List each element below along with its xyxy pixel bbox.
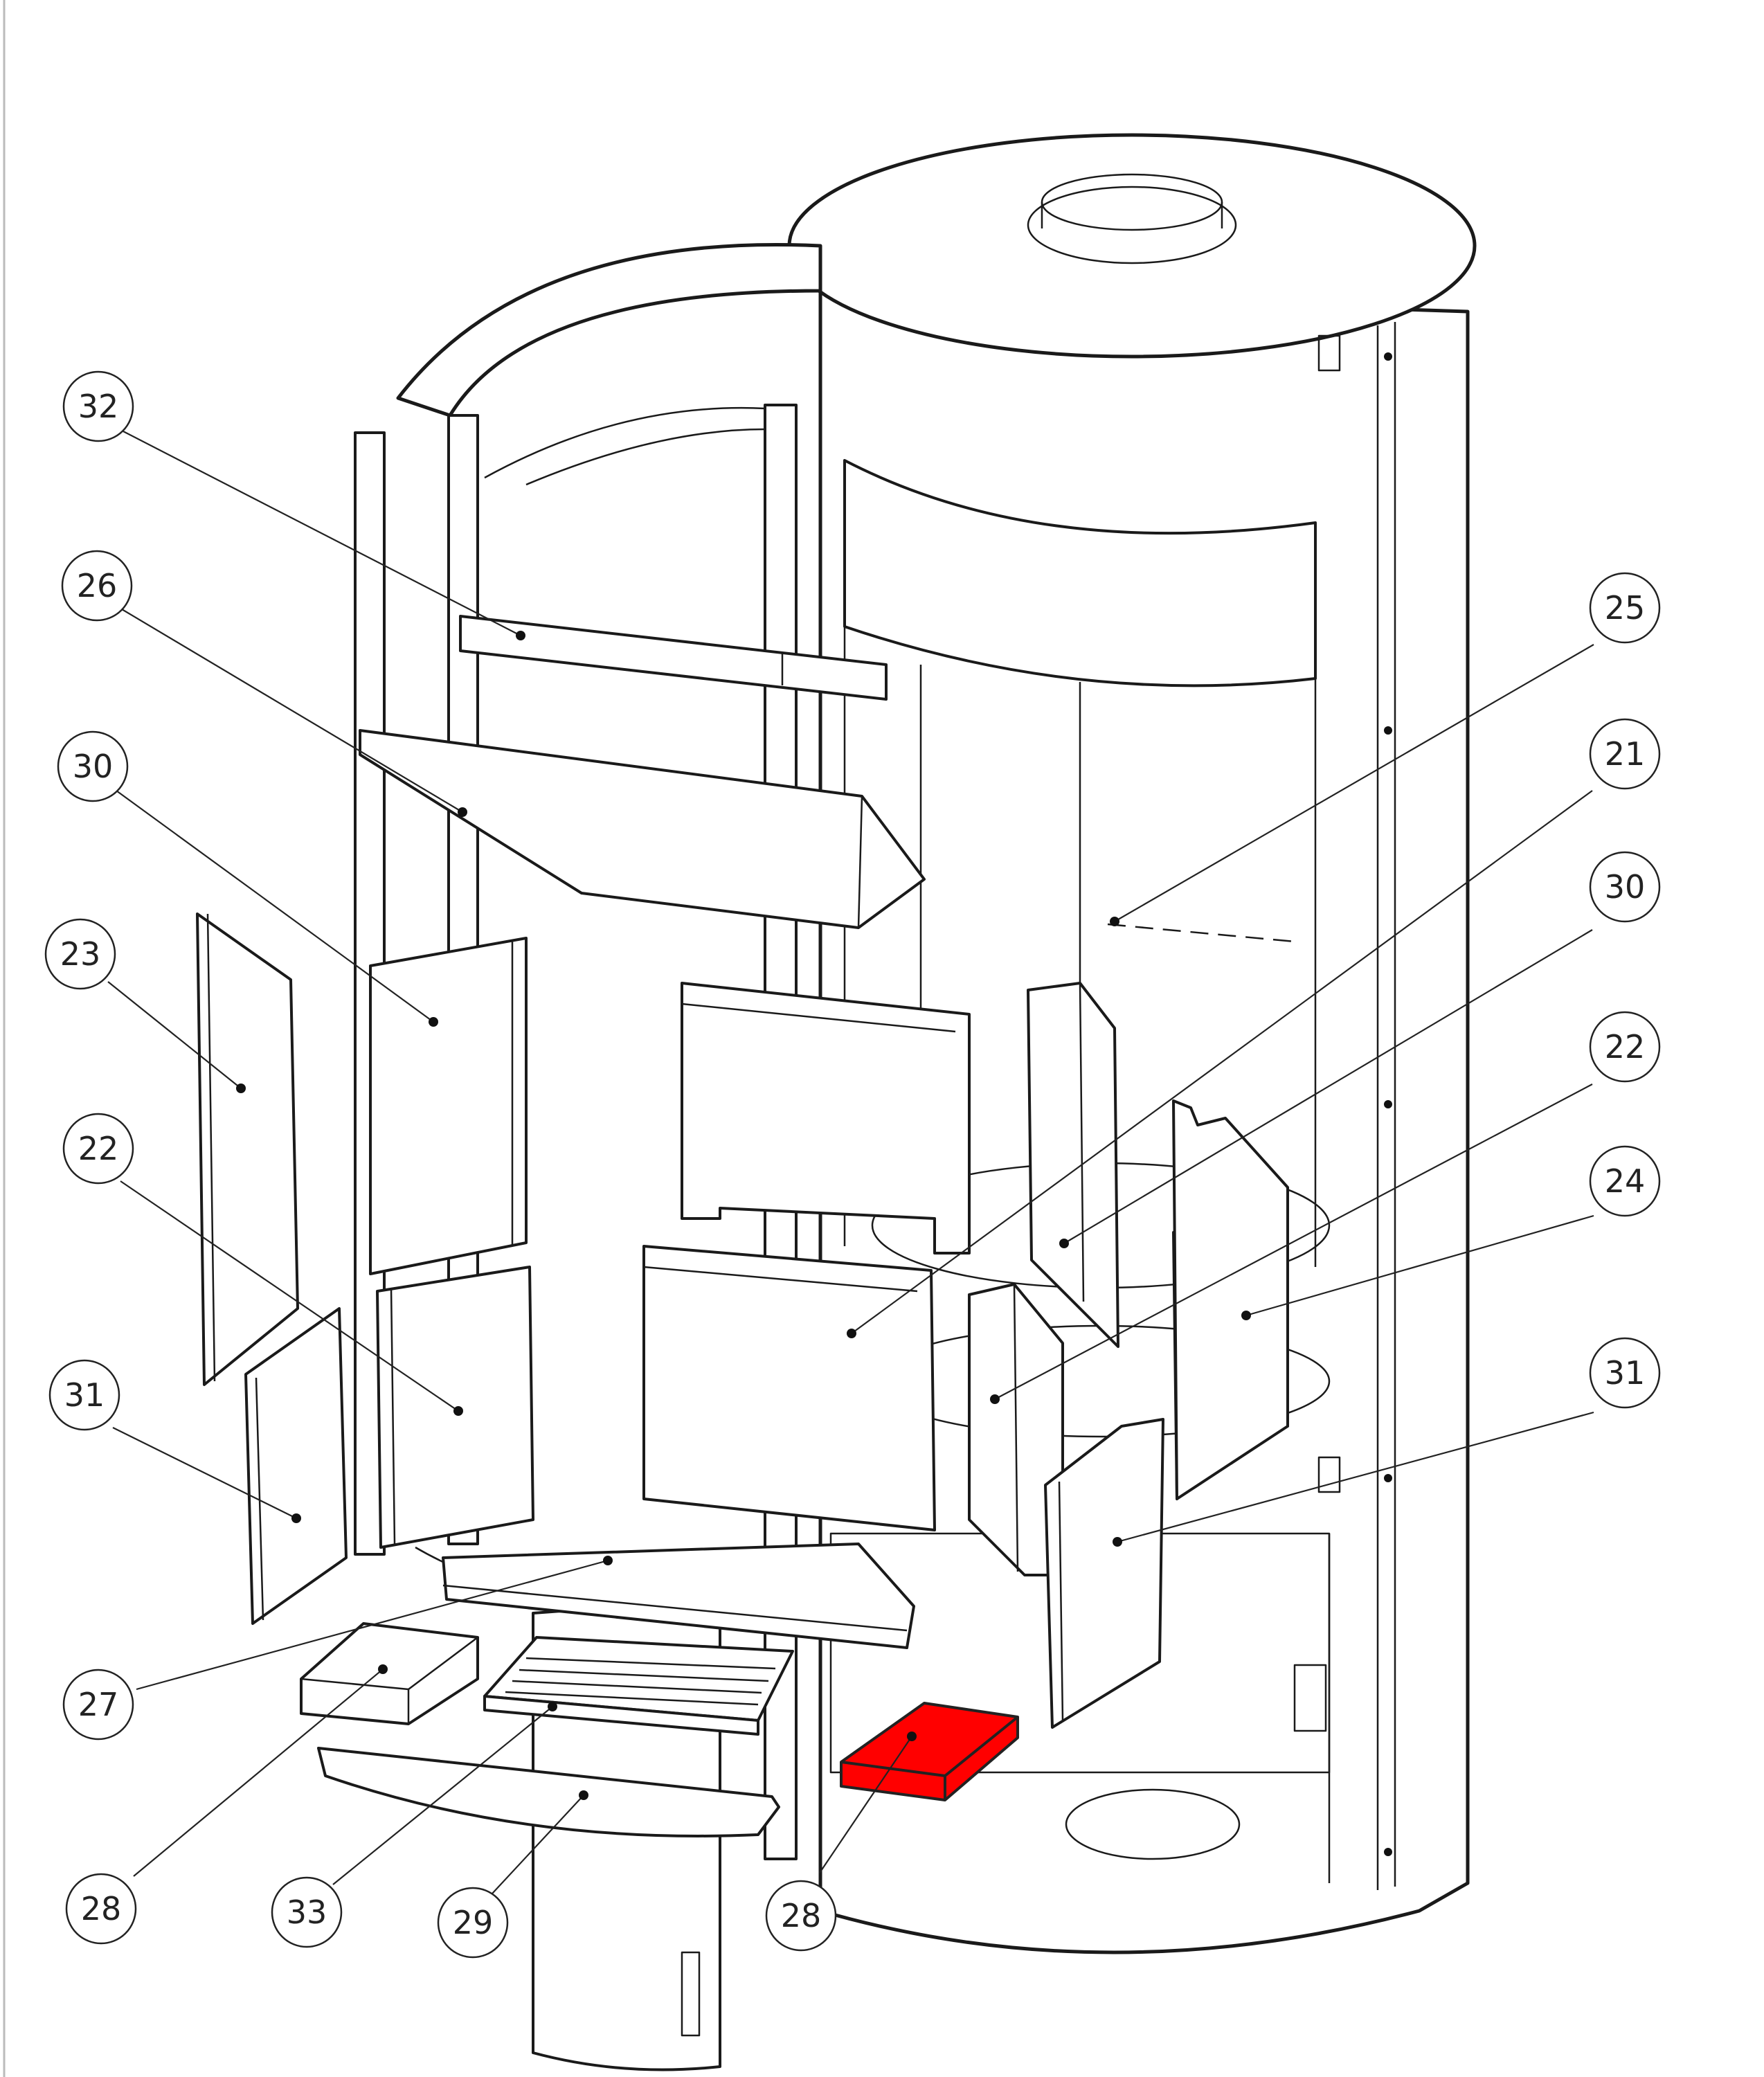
callout-32: 32 (62, 370, 134, 442)
callout-30-left: 30 (57, 730, 129, 802)
callout-25: 25 (1589, 572, 1661, 644)
air-inlet-opening (1065, 1788, 1241, 1860)
callout-23: 23 (44, 918, 116, 990)
callout-label: 24 (1605, 1162, 1646, 1200)
part-29-front-threshold (317, 1747, 780, 1837)
callout-label: 31 (64, 1376, 105, 1414)
callout-31-left: 31 (48, 1359, 120, 1431)
callout-label: 33 (287, 1894, 327, 1931)
callout-21: 21 (1589, 718, 1661, 790)
callout-label: 26 (77, 567, 118, 604)
part-21-back-lower-brick (642, 1245, 936, 1531)
callout-22-right: 22 (1589, 1011, 1661, 1083)
stove-top-lid (787, 133, 1477, 359)
callout-27: 27 (62, 1669, 134, 1741)
part-30-right-brick (1027, 982, 1119, 1348)
flue-collar (1027, 186, 1237, 264)
callout-31-right: 31 (1589, 1337, 1661, 1409)
part-22-left-brick (376, 1266, 534, 1549)
callout-26: 26 (61, 550, 133, 622)
callout-label: 25 (1605, 589, 1646, 627)
part-31-right-panel (1044, 1418, 1164, 1729)
part-28-left-base-brick (300, 1622, 479, 1725)
part-32-baffle-rail (459, 615, 888, 701)
callout-24: 24 (1589, 1145, 1661, 1217)
part-30-left-brick (369, 937, 528, 1275)
part-33-grate (483, 1636, 794, 1736)
part-31-left-panel (244, 1307, 348, 1625)
callout-29: 29 (437, 1887, 509, 1959)
callout-label: 21 (1605, 735, 1646, 773)
part-27-hearth-plate (442, 1543, 915, 1649)
callout-28-right: 28 (765, 1880, 837, 1952)
callout-label: 32 (78, 388, 119, 425)
leader-dots (236, 631, 1251, 1800)
part-23-side-panel (196, 912, 299, 1386)
callout-label: 30 (73, 748, 114, 785)
part-25-back-upper-brick (681, 982, 971, 1255)
leader-lines (107, 430, 1594, 1894)
callout-label: 22 (1605, 1028, 1646, 1066)
callout-label: 28 (81, 1890, 122, 1927)
callout-22-left: 22 (62, 1113, 134, 1185)
callout-label: 29 (453, 1904, 494, 1941)
callout-label: 31 (1605, 1354, 1646, 1392)
callout-30-right: 30 (1589, 851, 1661, 923)
callout-33: 33 (271, 1876, 343, 1948)
callout-label: 28 (781, 1897, 822, 1934)
callout-label: 27 (78, 1686, 119, 1723)
callout-label: 22 (78, 1130, 119, 1167)
callout-label: 30 (1605, 868, 1646, 906)
callout-label: 23 (60, 935, 101, 973)
callout-28-left: 28 (65, 1873, 137, 1945)
